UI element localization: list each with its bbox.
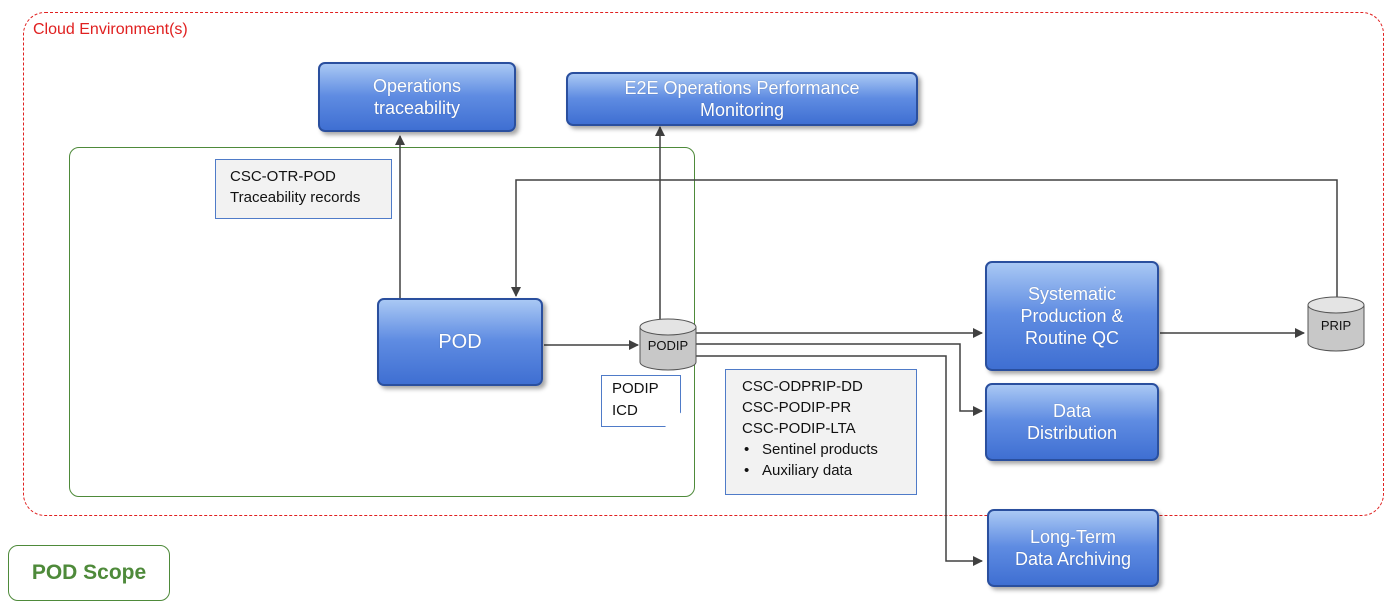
- podip-label: PODIP: [647, 338, 689, 353]
- csc-note-line2: CSC-PODIP-PR: [742, 399, 852, 416]
- e2e-monitoring-label: E2E Operations Performance Monitoring: [624, 78, 860, 120]
- pod-scope-boundary: [69, 147, 695, 497]
- otr-traceability-note: CSC-OTR-POD Traceability records: [215, 159, 392, 219]
- podip-icd-document: PODIP ICD: [601, 375, 681, 427]
- prip-store-icon: [1307, 296, 1365, 352]
- systematic-production-label: Systematic Production & Routine QC: [1020, 284, 1124, 348]
- podip-store-icon: [639, 318, 697, 371]
- arrow-podip-to-distribution: [696, 343, 983, 416]
- operations-traceability-node[interactable]: Operations traceability: [318, 62, 516, 132]
- arrow-podip-to-archiving: [696, 355, 983, 566]
- cloud-environment-boundary: [23, 12, 1384, 516]
- long-term-archiving-label: Long-Term Data Archiving: [1014, 527, 1132, 569]
- pod-scope-label: POD Scope: [31, 561, 147, 584]
- arrow-prip-to-pod: [511, 179, 1338, 298]
- e2e-monitoring-node[interactable]: E2E Operations Performance Monitoring: [566, 72, 918, 126]
- pod-node[interactable]: POD: [377, 298, 543, 386]
- csc-note-bullets: Sentinel products Auxiliary data: [742, 439, 900, 481]
- prip-label: PRIP: [1320, 318, 1352, 333]
- otr-note-line1: CSC-OTR-POD: [230, 168, 336, 185]
- csc-note-line1: CSC-ODPRIP-DD: [742, 378, 863, 395]
- csc-interfaces-note: CSC-ODPRIP-DD CSC-PODIP-PR CSC-PODIP-LTA…: [725, 369, 917, 495]
- otr-note-line2: Traceability records: [230, 189, 361, 206]
- data-distribution-node[interactable]: Data Distribution: [985, 383, 1159, 461]
- systematic-production-node[interactable]: Systematic Production & Routine QC: [985, 261, 1159, 371]
- data-distribution-label: Data Distribution: [1026, 401, 1118, 443]
- csc-note-line3: CSC-PODIP-LTA: [742, 420, 856, 437]
- csc-note-bullet: Sentinel products: [744, 439, 900, 460]
- operations-traceability-label: Operations traceability: [372, 76, 462, 118]
- cloud-environment-label: Cloud Environment(s): [33, 21, 188, 38]
- pod-scope-legend: POD Scope: [8, 545, 170, 601]
- csc-note-bullet: Auxiliary data: [744, 460, 900, 481]
- pod-label: POD: [438, 331, 482, 353]
- long-term-archiving-node[interactable]: Long-Term Data Archiving: [987, 509, 1159, 587]
